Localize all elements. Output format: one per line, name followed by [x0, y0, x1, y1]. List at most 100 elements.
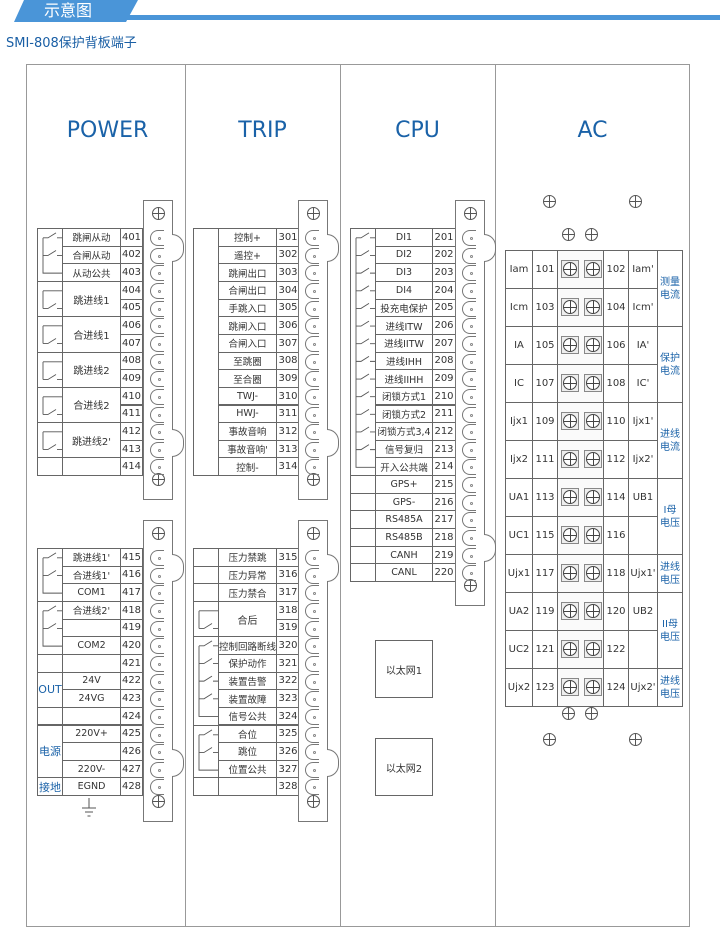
- terminal-socket[interactable]: [150, 673, 164, 690]
- ethernet-port-2[interactable]: 以太网2: [375, 738, 433, 796]
- ac-screw-icon[interactable]: [561, 678, 579, 696]
- ac-screw-icon[interactable]: [584, 298, 602, 316]
- terminal-socket[interactable]: [462, 565, 476, 582]
- terminal-socket[interactable]: [462, 477, 476, 494]
- terminal-socket[interactable]: [305, 602, 319, 619]
- terminal-socket[interactable]: [150, 708, 164, 725]
- terminal-socket[interactable]: [150, 406, 164, 423]
- terminal-socket[interactable]: [305, 335, 319, 352]
- terminal-socket[interactable]: [150, 230, 164, 246]
- terminal-socket[interactable]: [305, 282, 319, 299]
- terminal-socket[interactable]: [305, 424, 319, 441]
- terminal-socket[interactable]: [305, 300, 319, 317]
- ac-screw-icon[interactable]: [584, 564, 602, 582]
- terminal-socket[interactable]: [150, 726, 164, 743]
- terminal-socket[interactable]: [462, 247, 476, 264]
- terminal-socket[interactable]: [305, 761, 319, 778]
- ac-screw-icon[interactable]: [561, 602, 579, 620]
- ac-screw-icon[interactable]: [561, 564, 579, 582]
- ac-screw-icon[interactable]: [561, 526, 579, 544]
- terminal-socket[interactable]: [305, 567, 319, 584]
- terminal-socket[interactable]: [462, 512, 476, 529]
- terminal-socket[interactable]: [462, 353, 476, 370]
- terminal-socket[interactable]: [305, 708, 319, 725]
- terminal-socket[interactable]: [150, 638, 164, 655]
- terminal-socket[interactable]: [462, 282, 476, 299]
- ac-screw-icon[interactable]: [561, 640, 579, 658]
- terminal-socket[interactable]: [462, 335, 476, 352]
- ac-screw-icon[interactable]: [584, 640, 602, 658]
- terminal-socket[interactable]: [305, 585, 319, 602]
- terminal-socket[interactable]: [305, 638, 319, 655]
- terminal-socket[interactable]: [305, 353, 319, 370]
- ac-screw-icon[interactable]: [584, 450, 602, 468]
- ac-screw-icon[interactable]: [584, 488, 602, 506]
- terminal-socket[interactable]: [150, 602, 164, 619]
- connector-strip[interactable]: [143, 200, 173, 500]
- terminal-socket[interactable]: [150, 265, 164, 282]
- terminal-socket[interactable]: [305, 726, 319, 743]
- terminal-socket[interactable]: [305, 441, 319, 458]
- terminal-socket[interactable]: [150, 567, 164, 584]
- terminal-socket[interactable]: [150, 388, 164, 405]
- terminal-socket[interactable]: [150, 353, 164, 370]
- terminal-socket[interactable]: [150, 282, 164, 299]
- terminal-socket[interactable]: [150, 318, 164, 335]
- terminal-socket[interactable]: [150, 441, 164, 458]
- terminal-socket[interactable]: [462, 265, 476, 282]
- terminal-socket[interactable]: [305, 406, 319, 423]
- ac-screw-icon[interactable]: [561, 336, 579, 354]
- ac-screw-icon[interactable]: [561, 412, 579, 430]
- terminal-socket[interactable]: [305, 691, 319, 708]
- connector-strip[interactable]: [298, 200, 328, 500]
- terminal-socket[interactable]: [150, 655, 164, 672]
- ac-screw-icon[interactable]: [584, 602, 602, 620]
- connector-strip[interactable]: [455, 200, 485, 606]
- ac-screw-icon[interactable]: [561, 488, 579, 506]
- terminal-socket[interactable]: [462, 530, 476, 547]
- terminal-socket[interactable]: [150, 459, 164, 476]
- terminal-socket[interactable]: [462, 388, 476, 405]
- ac-screw-icon[interactable]: [561, 298, 579, 316]
- terminal-socket[interactable]: [150, 779, 164, 796]
- terminal-socket[interactable]: [462, 230, 476, 246]
- connector-strip[interactable]: [143, 520, 173, 822]
- terminal-socket[interactable]: [305, 371, 319, 388]
- terminal-socket[interactable]: [462, 406, 476, 423]
- ac-screw-icon[interactable]: [561, 450, 579, 468]
- terminal-socket[interactable]: [150, 585, 164, 602]
- terminal-socket[interactable]: [150, 744, 164, 761]
- terminal-socket[interactable]: [305, 655, 319, 672]
- terminal-socket[interactable]: [462, 547, 476, 564]
- ac-screw-icon[interactable]: [584, 374, 602, 392]
- ac-screw-icon[interactable]: [584, 678, 602, 696]
- ac-screw-icon[interactable]: [584, 526, 602, 544]
- terminal-socket[interactable]: [305, 230, 319, 246]
- terminal-socket[interactable]: [305, 247, 319, 264]
- terminal-socket[interactable]: [150, 550, 164, 566]
- terminal-socket[interactable]: [150, 424, 164, 441]
- terminal-socket[interactable]: [150, 761, 164, 778]
- terminal-socket[interactable]: [462, 300, 476, 317]
- ac-screw-icon[interactable]: [561, 374, 579, 392]
- ac-screw-icon[interactable]: [561, 260, 579, 278]
- terminal-socket[interactable]: [150, 691, 164, 708]
- terminal-socket[interactable]: [462, 318, 476, 335]
- terminal-socket[interactable]: [305, 673, 319, 690]
- terminal-socket[interactable]: [462, 371, 476, 388]
- terminal-socket[interactable]: [462, 424, 476, 441]
- ac-screw-icon[interactable]: [584, 260, 602, 278]
- terminal-socket[interactable]: [305, 779, 319, 796]
- terminal-socket[interactable]: [462, 441, 476, 458]
- terminal-socket[interactable]: [150, 335, 164, 352]
- connector-strip[interactable]: [298, 520, 328, 822]
- terminal-socket[interactable]: [305, 620, 319, 637]
- terminal-socket[interactable]: [462, 494, 476, 511]
- terminal-socket[interactable]: [305, 550, 319, 566]
- ethernet-port-1[interactable]: 以太网1: [375, 640, 433, 698]
- terminal-socket[interactable]: [305, 265, 319, 282]
- terminal-socket[interactable]: [305, 459, 319, 476]
- terminal-socket[interactable]: [305, 318, 319, 335]
- terminal-socket[interactable]: [150, 300, 164, 317]
- terminal-socket[interactable]: [305, 744, 319, 761]
